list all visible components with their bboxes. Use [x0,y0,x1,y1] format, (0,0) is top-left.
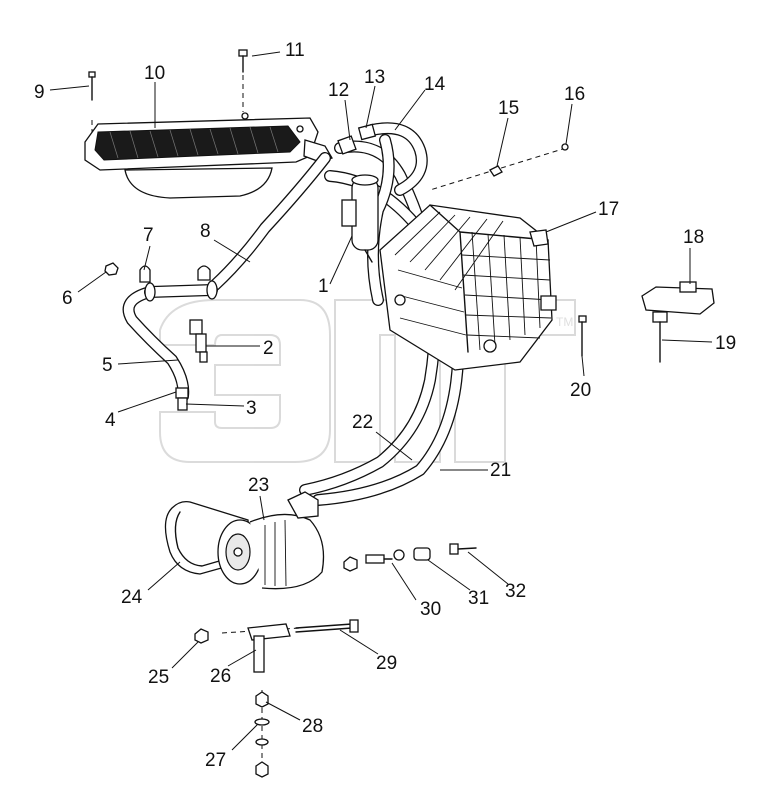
condenser-10 [84,112,333,199]
callout-29: 29 [376,653,397,674]
nut-washer-27-28 [254,691,270,778]
callout-18: 18 [683,227,704,248]
callout-1: 1 [318,276,329,297]
receiver-drier-1 [341,174,379,263]
valve-3 [175,387,189,411]
leader-lines [49,51,713,751]
callout-25: 25 [148,667,169,688]
callout-11: 11 [285,40,305,61]
bolt-stack-30-32 [343,543,477,572]
callout-22: 22 [352,412,373,433]
callout-26: 26 [210,666,231,687]
bolt-11 [238,49,248,73]
evaporator-housing-17 [379,204,557,371]
callout-13: 13 [364,67,385,88]
callout-27: 27 [205,750,226,771]
callout-23: 23 [248,475,269,496]
callout-12: 12 [328,80,349,101]
bolt-9 [88,71,96,101]
callout-14: 14 [424,74,446,95]
screw-20 [578,315,587,357]
callout-8: 8 [200,221,211,242]
callout-28: 28 [302,716,323,737]
callout-9: 9 [34,82,45,103]
callout-5: 5 [102,355,113,376]
sensor-18-19 [641,281,715,363]
callout-19: 19 [715,333,736,354]
callout-4: 4 [105,410,116,431]
watermark-letter-e [159,299,331,463]
callout-7: 7 [143,225,154,246]
valve-2 [189,319,208,363]
callout-21: 21 [490,460,511,481]
bracket-25-29 [194,619,359,673]
callout-31: 31 [468,588,489,609]
callout-30: 30 [420,599,441,620]
callout-6: 6 [62,288,73,309]
callout-15: 15 [498,98,519,119]
callout-17: 17 [598,199,619,220]
compressor-23 [217,491,325,590]
watermark-tm: TM [556,315,573,329]
callout-24: 24 [121,587,143,608]
callout-2: 2 [263,338,274,359]
callout-10: 10 [144,63,165,84]
callout-20: 20 [570,380,591,401]
callout-16: 16 [564,84,585,105]
callout-32: 32 [505,581,526,602]
nut-6 [104,262,119,276]
callout-numbers: 1 2 3 4 5 6 7 8 9 10 11 12 13 14 15 16 1… [34,40,736,771]
callout-3: 3 [246,398,257,419]
